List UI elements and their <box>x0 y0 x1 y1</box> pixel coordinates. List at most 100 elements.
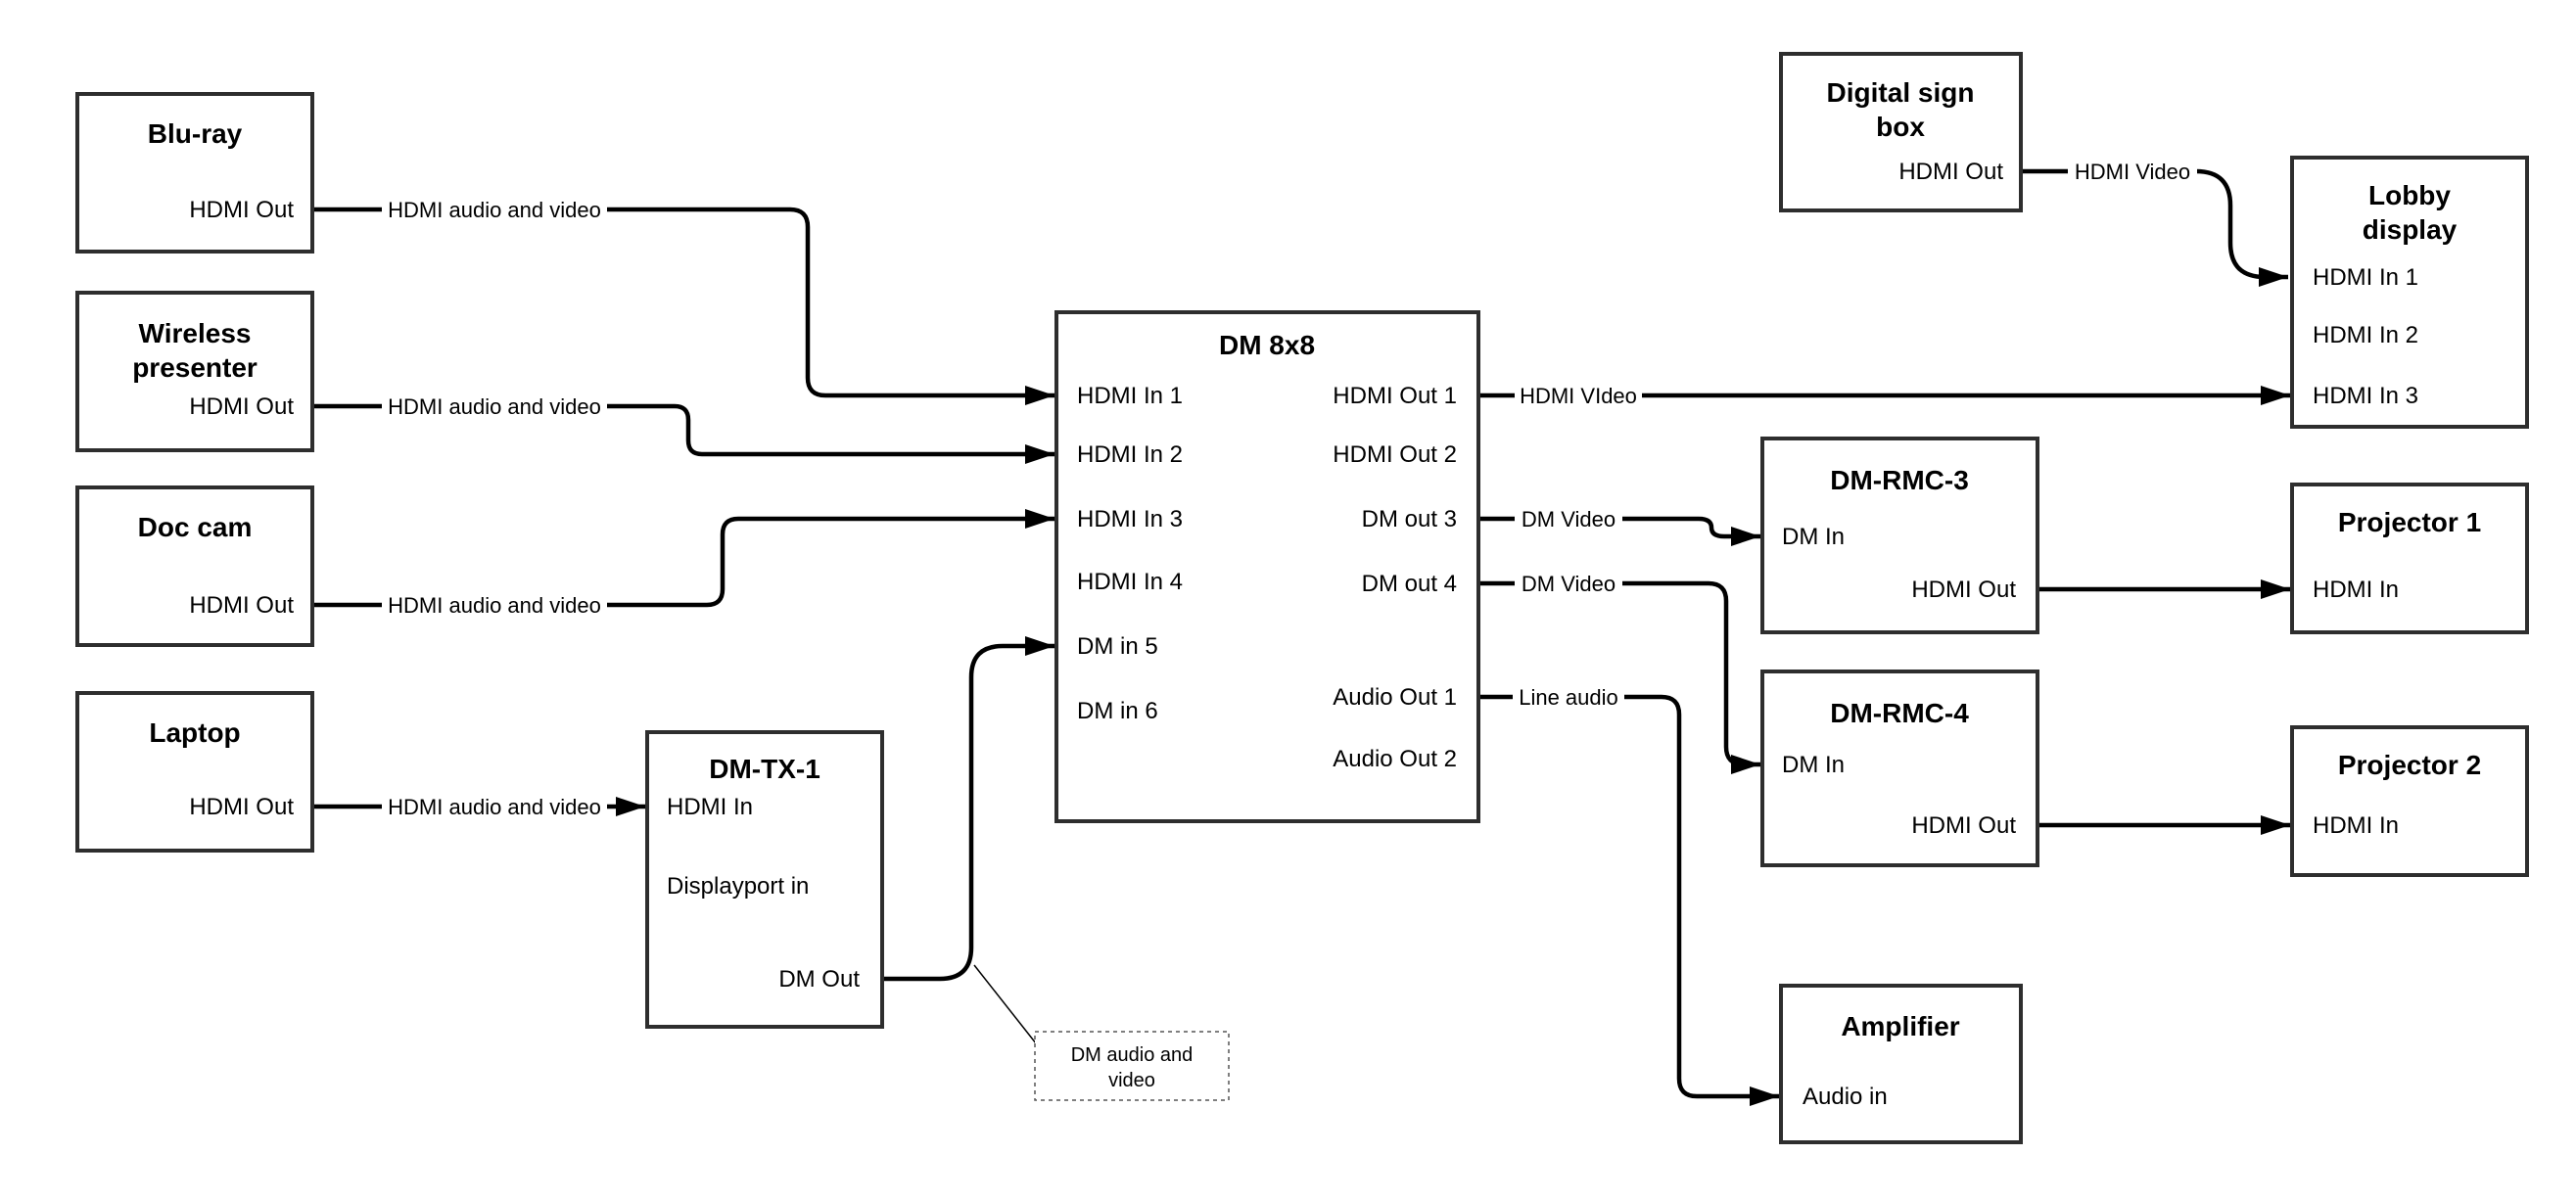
connection-label-laptop: HDMI audio and video <box>382 791 607 822</box>
node-box <box>1054 310 1480 823</box>
node-box <box>1760 670 2039 867</box>
connection-label-text: Line audio <box>1519 685 1618 710</box>
connection-label-line-audio: Line audio <box>1513 681 1624 713</box>
connection-label-hdmi-video-signbox: HDMI Video <box>2068 156 2197 187</box>
wire-dmout4-to-dmrmc4 <box>1478 580 1760 774</box>
wire-wireless-to-dm8x8 <box>312 403 1054 464</box>
port-dm-in: DM In <box>1782 524 1845 550</box>
node-box <box>1779 984 2023 1144</box>
connection-label-text: HDMI Video <box>2075 160 2190 184</box>
node-title: DM-RMC-3 <box>1830 465 1969 495</box>
connection-label-bg <box>382 791 607 822</box>
node-title-line2: display <box>2363 214 2458 245</box>
note-text-line2: video <box>1108 1070 1155 1091</box>
connection-label-bg <box>1515 380 1642 411</box>
connection-label-bg <box>2068 156 2197 187</box>
note-text-line1: DM audio and <box>1071 1044 1194 1066</box>
port-hdmi-out-1: HDMI Out 1 <box>1333 383 1457 409</box>
port-hdmi-in: HDMI In <box>2313 577 2399 603</box>
port-hdmi-in: HDMI In <box>2313 812 2399 839</box>
node-title: Projector 1 <box>2338 507 2481 537</box>
connection-label-wireless: HDMI audio and video <box>382 391 607 422</box>
node-lobby-display: Lobby display HDMI In 1 HDMI In 2 HDMI I… <box>2290 156 2529 429</box>
node-title: DM-RMC-4 <box>1830 698 1969 728</box>
port-hdmi-in-3: HDMI In 3 <box>1077 506 1183 532</box>
connection-label-bg <box>382 589 607 621</box>
node-box <box>2290 156 2529 429</box>
port-dm-out-3: DM out 3 <box>1362 506 1457 532</box>
node-title: DM-TX-1 <box>709 754 820 784</box>
note-dm-audio-and-video: DM audio and video <box>1034 1031 1230 1101</box>
port-hdmi-out: HDMI Out <box>189 393 294 420</box>
port-dm-in-5: DM in 5 <box>1077 633 1158 660</box>
node-wireless-presenter: Wireless presenter HDMI Out <box>75 291 314 452</box>
port-dm-out-4: DM out 4 <box>1362 571 1457 597</box>
wire-bluray-to-dm8x8 <box>312 207 1054 405</box>
connection-label-text: DM Video <box>1522 572 1616 596</box>
port-audio-out-2: Audio Out 2 <box>1333 746 1457 772</box>
node-laptop: Laptop HDMI Out <box>75 691 314 853</box>
node-title: Projector 2 <box>2338 750 2481 780</box>
wire-doccam-to-dm8x8 <box>312 509 1054 608</box>
port-audio-out-1: Audio Out 1 <box>1333 684 1457 711</box>
port-dm-in: DM In <box>1782 752 1845 778</box>
node-projector-1: Projector 1 HDMI In <box>2290 483 2529 634</box>
connection-label-doccam: HDMI audio and video <box>382 589 607 621</box>
connection-label-bg <box>1513 681 1624 713</box>
connection-label-text: DM Video <box>1522 507 1616 531</box>
wire-audioout1-to-amp <box>1478 694 1779 1106</box>
node-box <box>75 485 314 647</box>
port-hdmi-in-3: HDMI In 3 <box>2313 383 2418 409</box>
node-title: Blu-ray <box>148 118 243 149</box>
port-hdmi-out: HDMI Out <box>189 592 294 619</box>
node-amplifier: Amplifier Audio in <box>1779 984 2023 1144</box>
node-box <box>1779 52 2023 212</box>
port-audio-in: Audio in <box>1803 1084 1888 1110</box>
port-hdmi-out-2: HDMI Out 2 <box>1333 441 1457 468</box>
port-hdmi-in-1: HDMI In 1 <box>1077 383 1183 409</box>
port-hdmi-out: HDMI Out <box>1911 577 2016 603</box>
node-title-line1: Digital sign <box>1827 77 1975 108</box>
connection-label-text: HDMI audio and video <box>388 593 601 618</box>
port-hdmi-in: HDMI In <box>667 794 753 820</box>
node-title: Laptop <box>149 717 240 748</box>
node-dm-rmc-4: DM-RMC-4 DM In HDMI Out <box>1760 670 2039 867</box>
connection-label-text: HDMI audio and video <box>388 795 601 819</box>
note-callout-line <box>973 964 1041 1049</box>
wire-dmout3-to-dmrmc3 <box>1478 516 1760 546</box>
node-dm-rmc-3: DM-RMC-3 DM In HDMI Out <box>1760 437 2039 634</box>
connection-label-text: HDMI audio and video <box>388 198 601 222</box>
node-digital-sign-box: Digital sign box HDMI Out <box>1779 52 2023 212</box>
port-hdmi-out: HDMI Out <box>189 794 294 820</box>
node-box <box>75 691 314 853</box>
node-title-line2: box <box>1876 112 1925 142</box>
connection-label-bluray: HDMI audio and video <box>382 194 607 225</box>
port-dm-out: DM Out <box>778 966 860 993</box>
node-box <box>2290 483 2529 634</box>
node-title: Doc cam <box>138 512 253 542</box>
port-displayport-in: Displayport in <box>667 873 809 900</box>
connection-label-text: HDMI audio and video <box>388 394 601 419</box>
port-hdmi-in-2: HDMI In 2 <box>1077 441 1183 468</box>
connection-label-text: HDMI VIdeo <box>1520 384 1637 408</box>
wire-dmtx1-to-dm8x8 <box>882 636 1054 982</box>
port-hdmi-out: HDMI Out <box>1898 159 2003 185</box>
node-box <box>645 730 884 1029</box>
port-hdmi-in-1: HDMI In 1 <box>2313 264 2418 291</box>
node-title-line2: presenter <box>132 352 258 383</box>
node-dm-8x8: DM 8x8 HDMI In 1 HDMI In 2 HDMI In 3 HDM… <box>1054 310 1480 823</box>
node-title: DM 8x8 <box>1219 330 1315 360</box>
connection-label-bg <box>382 391 607 422</box>
node-title-line1: Wireless <box>139 318 252 348</box>
node-doc-cam: Doc cam HDMI Out <box>75 485 314 647</box>
note-box <box>1034 1031 1230 1101</box>
connection-label-dm-video-out3: DM Video <box>1515 503 1622 534</box>
node-title-line1: Lobby <box>2368 180 2451 210</box>
node-dm-tx-1: DM-TX-1 HDMI In Displayport in DM Out <box>645 730 884 1029</box>
node-box <box>75 291 314 452</box>
connection-label-hdmi-video-out1: HDMI VIdeo <box>1515 380 1642 411</box>
connection-label-bg <box>382 194 607 225</box>
port-hdmi-in-4: HDMI In 4 <box>1077 569 1183 595</box>
